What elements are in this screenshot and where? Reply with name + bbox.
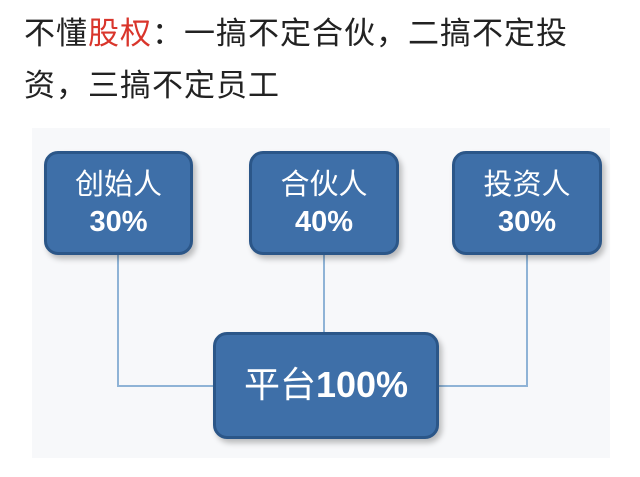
node-platform-share: 100% — [315, 364, 409, 405]
node-investor: 投资人 30% — [452, 151, 602, 255]
node-investor-share: 30% — [497, 206, 557, 238]
headline-text-after: ：一搞不定合伙，二搞不定投资，三搞不定员工 — [24, 16, 568, 104]
node-platform-label: 平台100% — [244, 363, 408, 408]
node-founder-share: 30% — [89, 206, 148, 238]
connector-investor-platform — [439, 255, 528, 387]
headline-text-before: 不懂 — [24, 16, 88, 52]
node-investor-name: 投资人 — [483, 167, 571, 201]
connector-founder-platform — [117, 255, 213, 387]
node-platform-name: 平台 — [243, 365, 316, 406]
node-partner-name: 合伙人 — [280, 167, 368, 201]
node-partner-share: 40% — [294, 206, 354, 238]
node-partner: 合伙人 40% — [249, 151, 399, 255]
node-founder-name: 创始人 — [74, 167, 162, 201]
node-founder: 创始人 30% — [44, 151, 193, 255]
node-platform: 平台100% — [213, 332, 439, 439]
headline-highlight-equity[interactable]: 股权 — [88, 16, 152, 52]
article-headline: 不懂股权：一搞不定合伙，二搞不定投资，三搞不定员工 — [24, 8, 624, 112]
